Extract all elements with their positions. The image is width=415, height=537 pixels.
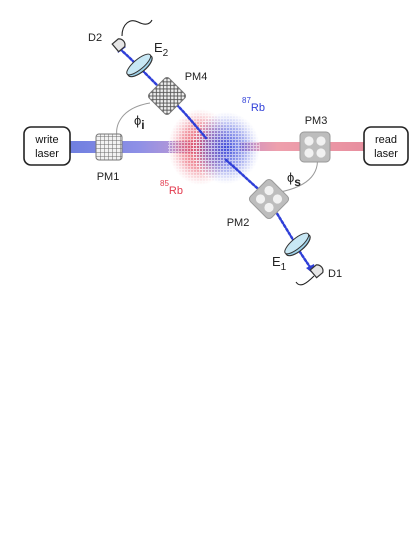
pm2-label: PM2 — [227, 217, 250, 229]
detector-d1 — [309, 264, 324, 279]
rb87-label: 87Rb — [242, 96, 265, 114]
read-laser-box: read laser — [363, 126, 409, 166]
etalon-e1 — [284, 232, 311, 257]
write-laser-label-1: write — [34, 134, 58, 146]
etalon-e2 — [126, 53, 153, 78]
phi-i-label: ϕi — [134, 113, 145, 132]
rb87-cloud — [192, 112, 260, 184]
rb85-label: 85Rb — [160, 179, 183, 197]
d2-label: D2 — [88, 32, 102, 44]
pm2-phase-mask — [248, 178, 290, 220]
pm1-label: PM1 — [97, 171, 120, 183]
read-laser-label-2: laser — [374, 148, 398, 160]
pm3-phase-mask — [299, 131, 331, 163]
write-laser-label-2: laser — [35, 148, 59, 160]
pm4-phase-mask — [147, 76, 187, 116]
d1-label: D1 — [328, 268, 342, 280]
pm1-phase-mask — [95, 133, 123, 161]
signal-photon-path — [224, 158, 314, 272]
detector-d1-cable — [295, 275, 315, 286]
e1-label: E1 — [272, 254, 287, 273]
detector-d2 — [111, 38, 126, 53]
write-laser-box: write laser — [23, 126, 71, 166]
pm4-label: PM4 — [185, 71, 208, 83]
detector-d2-cable — [121, 19, 153, 37]
pm3-label: PM3 — [305, 115, 328, 127]
read-laser-label-1: read — [375, 134, 397, 146]
phi-s-label: ϕs — [287, 170, 301, 189]
e2-label: E2 — [154, 40, 169, 59]
